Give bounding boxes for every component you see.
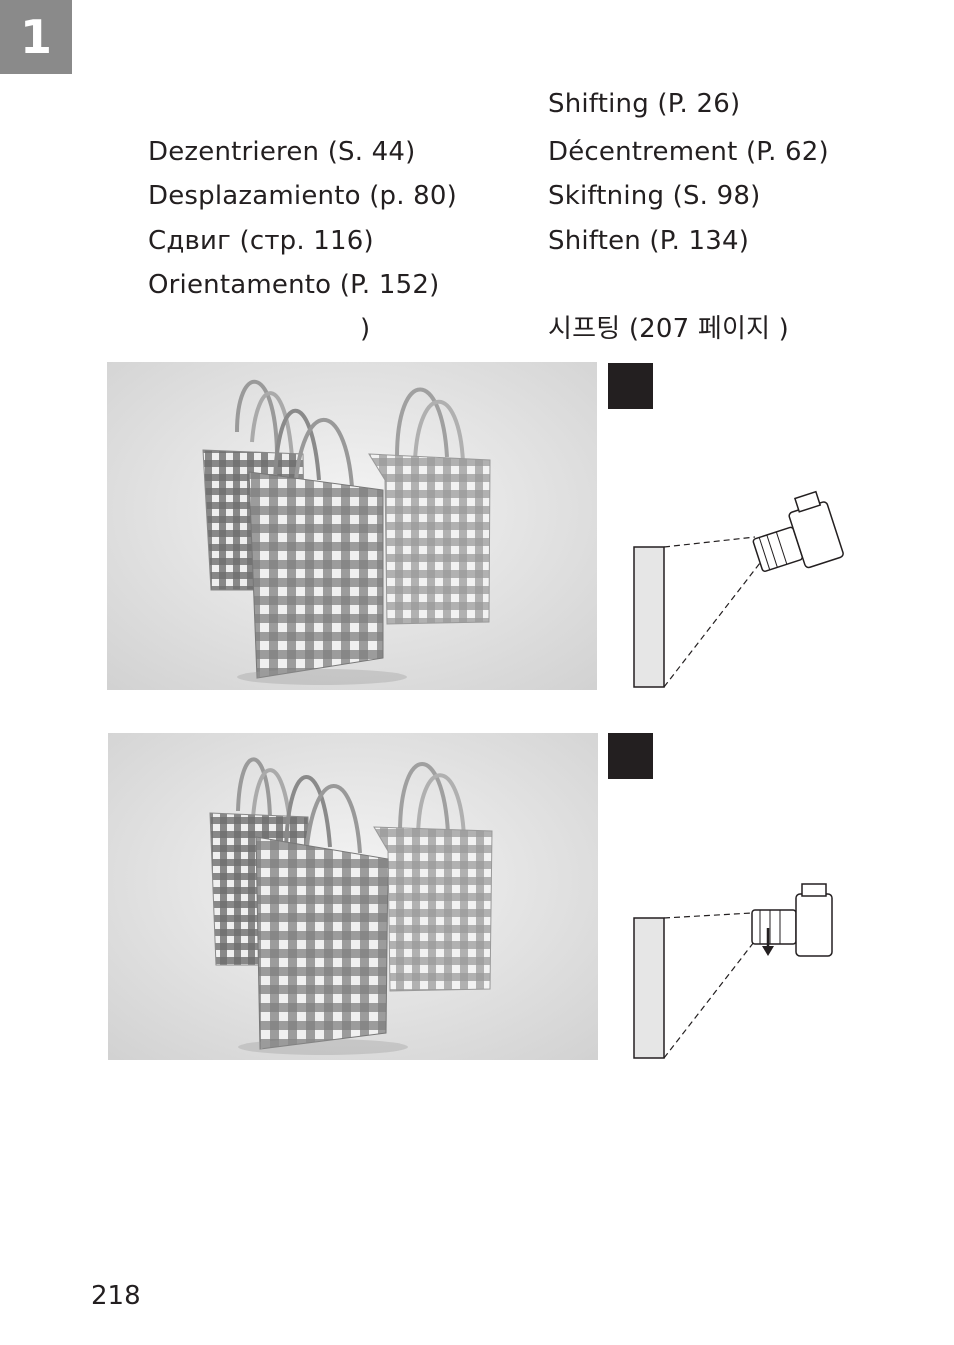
ref-dutch: Shiften (P. 134)	[548, 226, 750, 256]
ref-french: Décentrement (P. 62)	[548, 137, 829, 167]
ref-swedish: Skiftning (S. 98)	[548, 181, 761, 211]
diagram-camera-shifted	[630, 880, 845, 1060]
diagram-camera-unshifted	[630, 485, 845, 690]
photo-bags-shifted	[108, 733, 598, 1060]
camera-icon-2	[751, 883, 833, 957]
black-square-marker-2	[608, 733, 653, 779]
ref-german: Dezentrieren (S. 44)	[148, 137, 416, 167]
ref-korean: 시프팅 (207 페이지 )	[548, 314, 790, 344]
ref-cjk-fragment: )	[360, 314, 371, 344]
shift-down-arrow-icon	[762, 928, 774, 956]
chapter-tab: 1	[0, 0, 72, 74]
ref-english: Shifting (P. 26)	[548, 89, 741, 119]
ref-italian: Orientamento (P. 152)	[148, 270, 440, 300]
camera-icon	[752, 490, 844, 572]
ref-russian: Сдвиг (стр. 116)	[148, 226, 374, 256]
photo-bags-unshifted	[107, 362, 597, 690]
black-square-marker	[608, 363, 653, 409]
page-number: 218	[91, 1281, 141, 1311]
ref-spanish: Desplazamiento (p. 80)	[148, 181, 457, 211]
chapter-number: 1	[19, 10, 52, 64]
